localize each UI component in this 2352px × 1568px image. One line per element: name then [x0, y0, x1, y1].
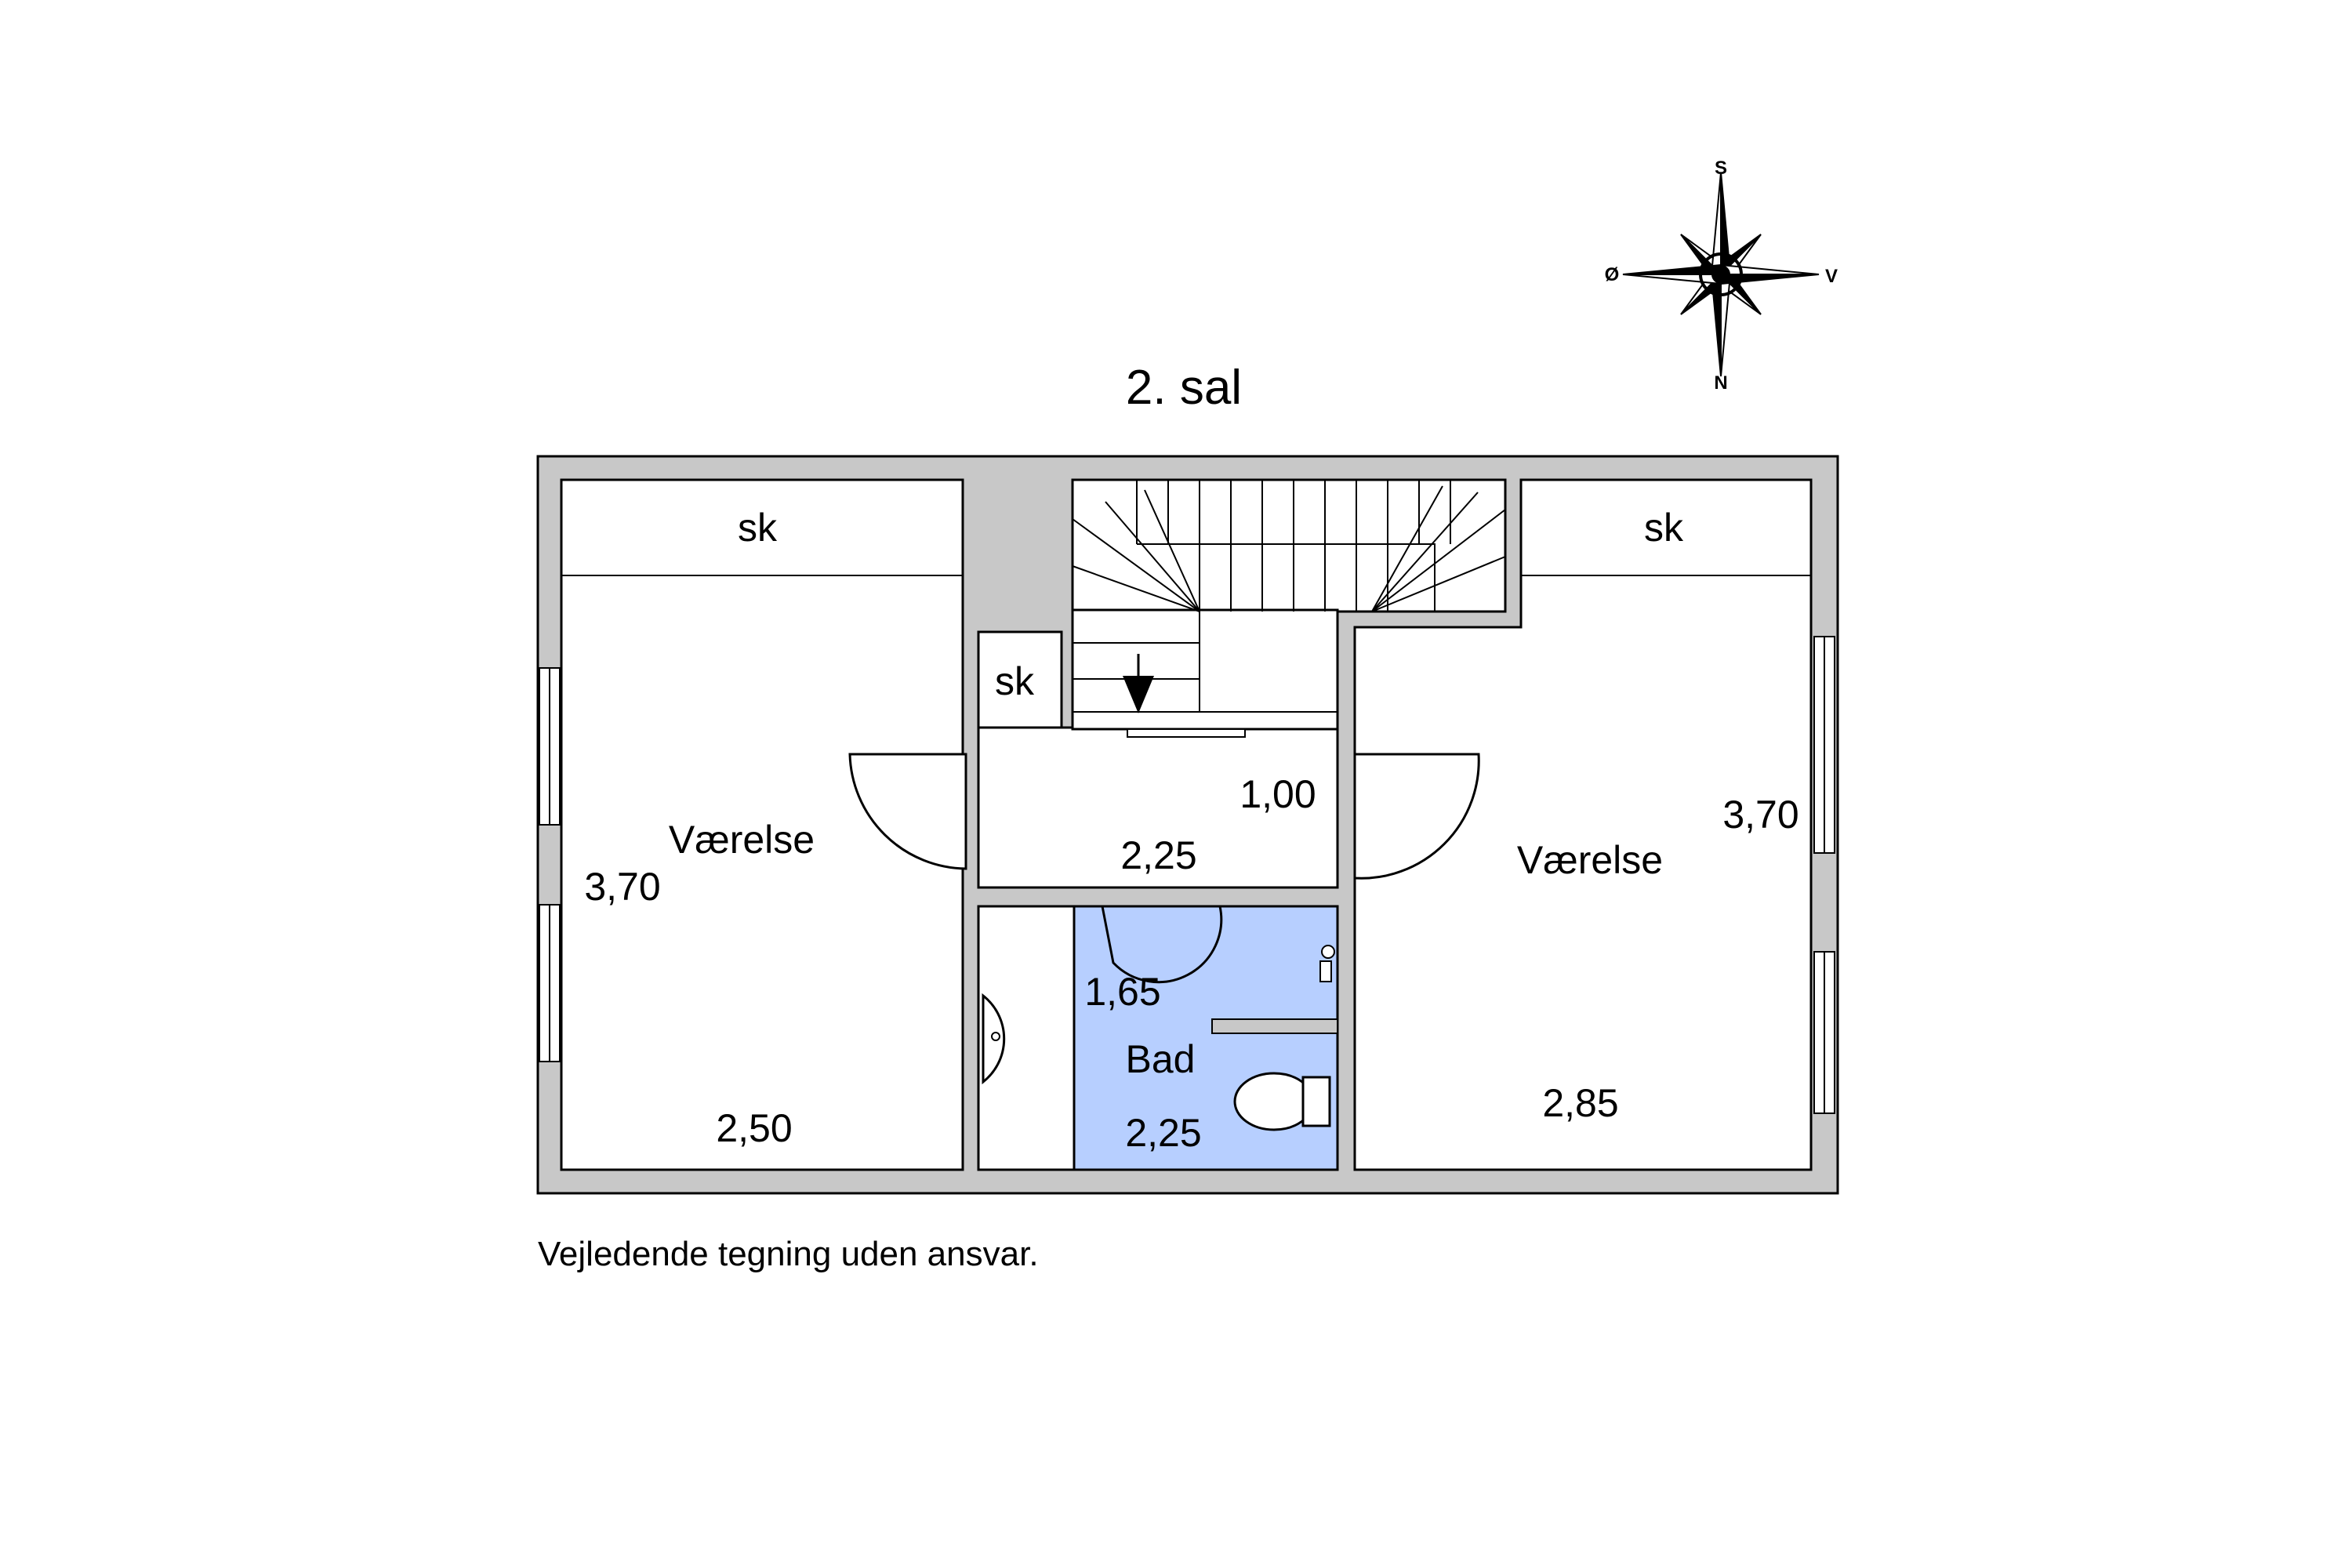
compass-left-label: Ø	[1605, 264, 1620, 285]
window-left-upper	[539, 667, 561, 826]
floor-title: 2. sal	[1126, 361, 1242, 415]
hall-closet-label: sk	[995, 659, 1035, 703]
right-bedroom-width: 2,85	[1542, 1081, 1618, 1125]
bath-partition	[1211, 1018, 1338, 1034]
hall-dim-b: 2,25	[1120, 833, 1196, 877]
left-bedroom-name: Værelse	[669, 818, 815, 862]
bath-name: Bad	[1126, 1037, 1196, 1081]
compass-ring-icon	[1699, 252, 1743, 296]
right-closet-label: sk	[1644, 506, 1684, 550]
door-swing-left	[848, 753, 967, 870]
shower-head-icon	[1321, 945, 1335, 959]
right-bedroom-floor	[1353, 478, 1813, 1171]
left-bedroom-width: 2,50	[716, 1106, 792, 1150]
hall-floor	[977, 726, 1339, 889]
compass-right-label: V	[1825, 266, 1838, 287]
bath-dim-b: 2,25	[1125, 1111, 1201, 1155]
stair-steps	[1072, 480, 1506, 713]
toilet-tank-icon	[1301, 1076, 1331, 1127]
compass-rose: S N Ø V	[1605, 158, 1838, 394]
compass-top-label: S	[1715, 158, 1727, 179]
right-bedroom-name: Værelse	[1517, 838, 1663, 882]
stair-threshold	[1127, 728, 1246, 738]
bath-floor	[1073, 905, 1339, 1171]
bath-dim-a: 1,65	[1084, 970, 1160, 1014]
disclaimer-text: Vejledende tegning uden ansvar.	[538, 1235, 1039, 1273]
right-bedroom-depth: 3,70	[1722, 793, 1798, 837]
window-right-upper	[1813, 636, 1835, 854]
door-swing-bath	[1101, 906, 1223, 984]
compass-center-icon	[1711, 265, 1730, 284]
toilet-bowl-icon	[1233, 1072, 1315, 1131]
window-right-lower	[1813, 951, 1835, 1114]
washbasin-icon	[982, 993, 1006, 1085]
window-left-lower	[539, 904, 561, 1062]
hall-closet	[977, 630, 1063, 729]
door-swing-right	[1353, 753, 1480, 880]
shower-mixer-icon	[1319, 960, 1332, 982]
hall-dim-a: 1,00	[1240, 772, 1316, 816]
washbasin-drain-icon	[991, 1032, 1000, 1041]
compass-bottom-label: N	[1714, 372, 1727, 394]
compass-main-icon	[1622, 172, 1820, 377]
stair-direction-arrow	[1123, 676, 1154, 713]
left-bedroom-depth: 3,70	[584, 865, 660, 909]
left-closet-label: sk	[738, 506, 778, 550]
